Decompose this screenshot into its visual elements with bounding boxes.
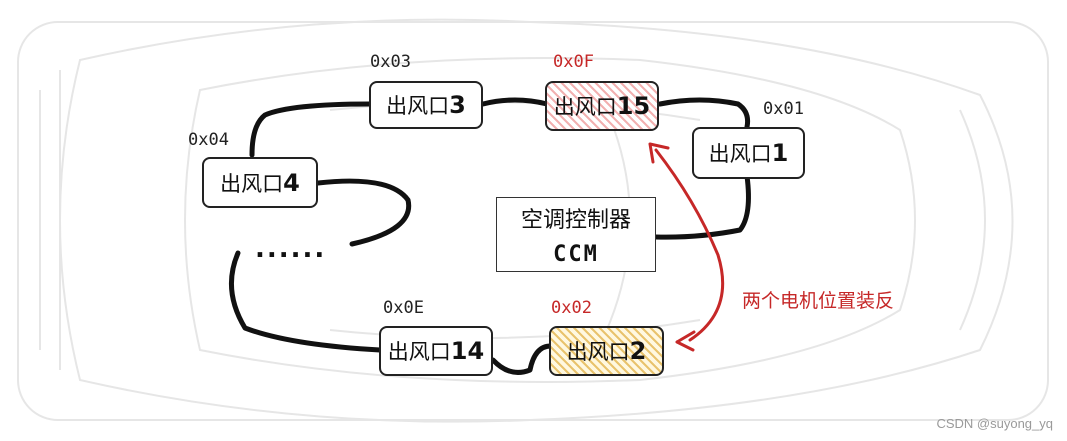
controller-subtitle: CCM xyxy=(553,242,599,267)
addr-outlet-1: 0x01 xyxy=(763,99,804,119)
watermark: CSDN @suyong_yq xyxy=(936,416,1053,431)
outlet-label: 出风口 xyxy=(566,340,630,364)
outlet-label: 出风口 xyxy=(387,340,451,364)
outlet-label: 出风口 xyxy=(708,142,772,166)
arrow-head-bottom xyxy=(675,330,696,352)
wire-3-to-4 xyxy=(249,101,373,158)
wire-14-to-2 xyxy=(490,343,555,375)
outlet-number: 15 xyxy=(616,92,651,120)
addr-outlet-15: 0x0F xyxy=(553,52,594,72)
outlet-number: 3 xyxy=(449,91,466,119)
wire-4-to-ellipsis xyxy=(315,178,412,247)
outlet-number: 1 xyxy=(771,139,789,167)
addr-outlet-4: 0x04 xyxy=(188,130,229,150)
arrow-head-top xyxy=(648,142,670,164)
outlet-number: 2 xyxy=(629,337,647,365)
addr-outlet-2: 0x02 xyxy=(551,298,592,318)
ellipsis-dots: ...... xyxy=(255,234,327,264)
wire-1-to-ccm xyxy=(653,173,751,240)
controller-title: 空调控制器 xyxy=(520,208,631,233)
addr-outlet-14: 0x0E xyxy=(383,298,424,318)
addr-outlet-3: 0x03 xyxy=(370,52,411,72)
outlet-number: 14 xyxy=(450,337,485,365)
wire-15-to-1 xyxy=(657,97,751,130)
outlet-number: 4 xyxy=(283,168,300,197)
outlet-label: 出风口 xyxy=(553,95,617,119)
wire-ellipsis-to-14 xyxy=(228,250,383,353)
connection-wires xyxy=(228,97,751,375)
wire-3-to-15 xyxy=(480,97,550,107)
swap-arrow xyxy=(648,142,725,352)
ac-controller-box: 空调控制器 CCM xyxy=(496,197,656,272)
swap-note: 两个电机位置装反 xyxy=(742,290,895,312)
outlet-label: 出风口 xyxy=(386,94,450,118)
outlet-label: 出风口 xyxy=(220,171,284,196)
